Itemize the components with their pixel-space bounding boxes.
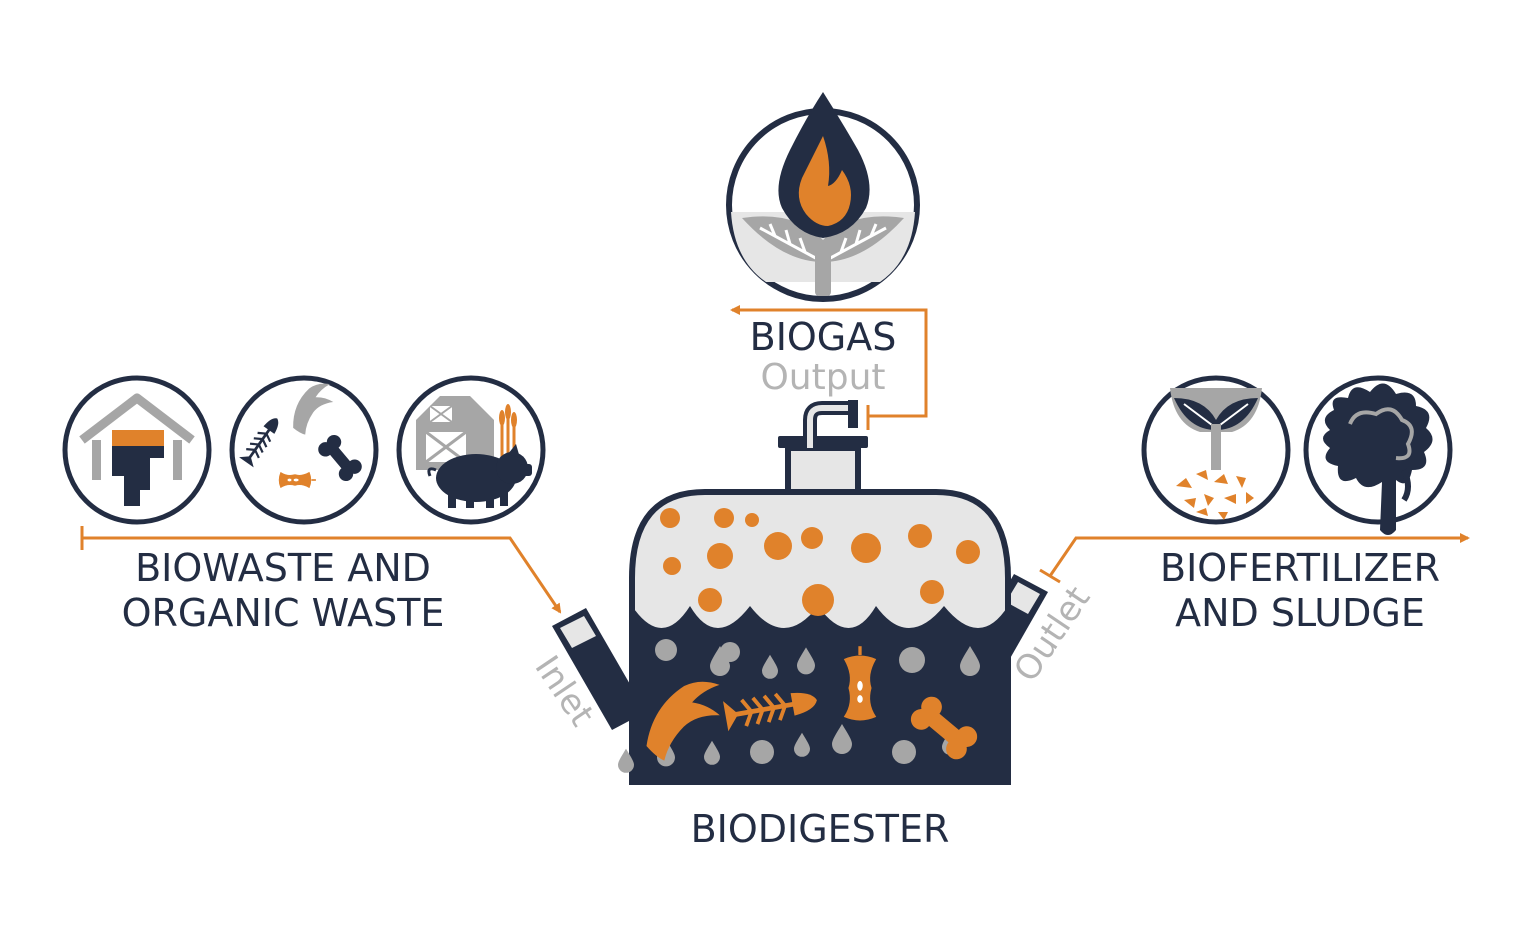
flame-leaf-icon — [731, 92, 915, 296]
biowaste-label-line1: BIOWASTE AND — [135, 546, 431, 590]
farm-pig-icon — [416, 396, 532, 508]
biowaste-label-line2: ORGANIC WASTE — [122, 591, 445, 635]
sprout-icon — [1170, 388, 1262, 520]
biofertilizer-flow-line — [1048, 533, 1470, 577]
biofertilizer-group: BIOFERTILIZER AND SLUDGE — [1039, 375, 1470, 635]
biofertilizer-label-line2: AND SLUDGE — [1175, 591, 1425, 635]
inlet-pipe — [552, 608, 646, 730]
biogas-title: BIOGAS — [750, 315, 897, 359]
biofertilizer-label-line1: BIOFERTILIZER — [1160, 546, 1440, 590]
shed-pipe-icon — [79, 393, 195, 506]
food-circle — [229, 375, 379, 525]
gas-bubbles — [660, 508, 980, 616]
biodigester-tank — [552, 400, 1048, 785]
biowaste-group: BIOWASTE AND ORGANIC WASTE — [62, 375, 562, 635]
tank-contents — [618, 639, 982, 773]
biogas-subtitle: Output — [760, 357, 885, 398]
biodigester-label: BIODIGESTER — [691, 807, 950, 851]
biowaste-flow-line — [82, 536, 562, 614]
sludge-icon — [1323, 383, 1433, 535]
biogas-group: BIOGAS Output — [726, 92, 928, 430]
